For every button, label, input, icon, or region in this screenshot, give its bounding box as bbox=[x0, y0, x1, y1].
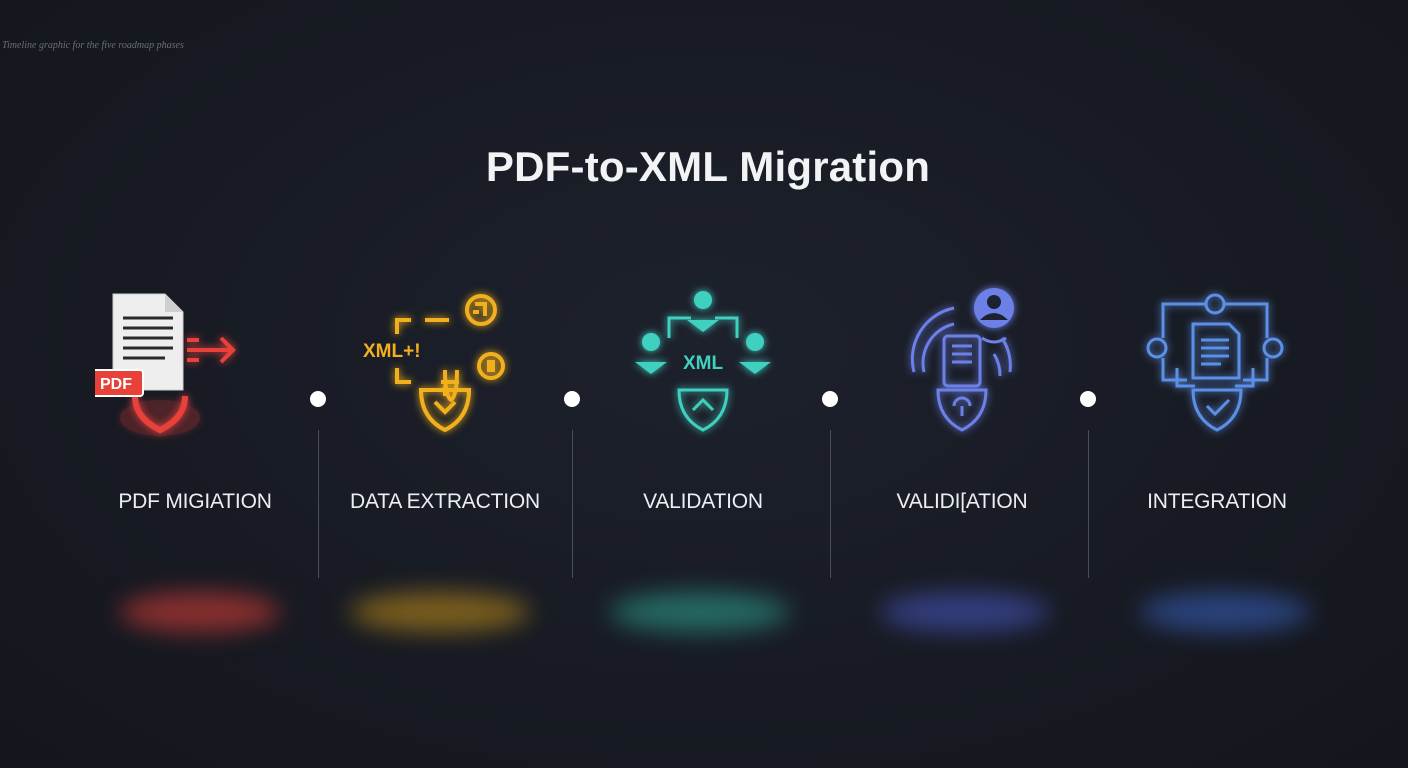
timeline-node-2 bbox=[564, 391, 580, 407]
reflection-blue bbox=[1140, 592, 1310, 632]
figure-caption: Timeline graphic for the five roadmap ph… bbox=[2, 40, 184, 51]
divider-3 bbox=[830, 430, 831, 578]
phase-label: DATA EXTRACTION bbox=[350, 490, 540, 513]
timeline-node-1 bbox=[310, 391, 326, 407]
phase-validation-2: VALIDI[ATION bbox=[832, 268, 1092, 588]
phase-label: VALIDI[ATION bbox=[896, 490, 1028, 513]
divider-1 bbox=[318, 430, 319, 578]
reflection-yellow bbox=[350, 592, 530, 632]
reflection-red bbox=[120, 592, 280, 632]
divider-2 bbox=[572, 430, 573, 578]
reflection-indigo bbox=[880, 592, 1050, 632]
pdf-document-icon: PDF bbox=[95, 293, 236, 436]
user-scan-icon bbox=[910, 288, 1014, 432]
page-title: PDF-to-XML Migration bbox=[485, 143, 931, 190]
timeline-node-3 bbox=[822, 391, 838, 407]
integration-hub-icon bbox=[1146, 293, 1284, 432]
reflection-teal bbox=[610, 592, 790, 632]
xml-center-text: XML bbox=[683, 353, 724, 374]
phase-label: INTEGRATION bbox=[1147, 490, 1287, 513]
divider-4 bbox=[1088, 430, 1089, 578]
phase-pdf-migration: PDF PDF MIGIATION bbox=[65, 268, 325, 588]
xml-badge-text: XML+! bbox=[363, 341, 421, 362]
phase-label: PDF MIGIATION bbox=[118, 490, 272, 513]
timeline-node-4 bbox=[1080, 391, 1096, 407]
phase-integration: INTEGRATION bbox=[1087, 268, 1347, 588]
pdf-badge-text: PDF bbox=[100, 376, 132, 393]
phase-validation: XML VALIDATION bbox=[573, 268, 833, 588]
phase-data-extraction: XML+! DATA EXTRACTION bbox=[315, 268, 575, 588]
xml-extraction-icon: XML+! bbox=[363, 294, 505, 433]
phase-label: VALIDATION bbox=[643, 490, 763, 513]
xml-validation-network-icon: XML bbox=[635, 291, 771, 432]
